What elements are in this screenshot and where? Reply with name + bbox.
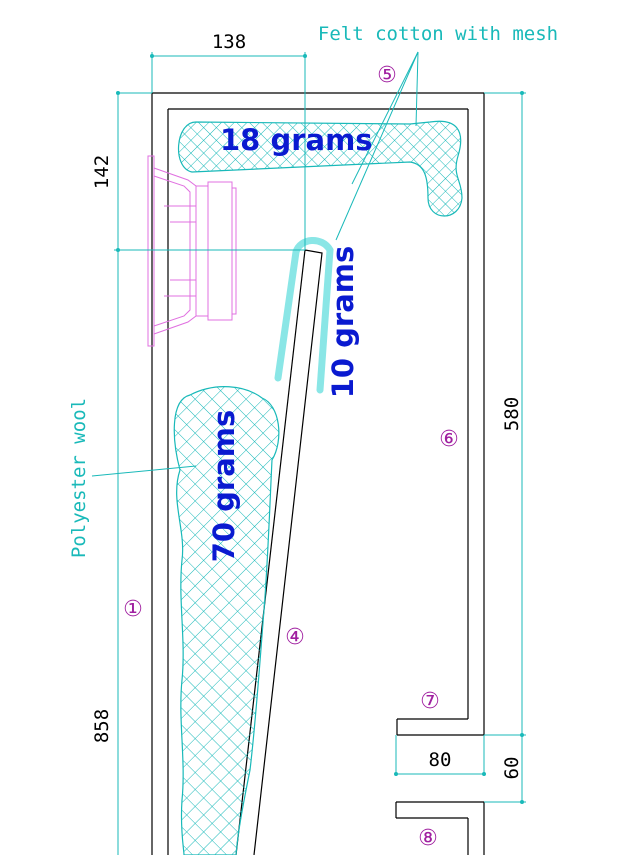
felt-label: Felt cotton with mesh xyxy=(318,23,558,45)
dim-port-height: 60 xyxy=(501,757,523,780)
cabinet-walls xyxy=(151,92,485,855)
weight-middle: 10 grams xyxy=(326,246,360,399)
mesh-port-cover xyxy=(274,237,334,394)
part-4: ④ xyxy=(285,625,305,650)
dim-port-width: 80 xyxy=(429,749,452,771)
part-1: ① xyxy=(123,597,143,622)
dim-height-top: 142 xyxy=(91,155,113,189)
dim-height-left: 858 xyxy=(91,709,113,743)
part-6: ⑥ xyxy=(439,427,459,452)
felt-cotton-top xyxy=(178,120,463,217)
dim-width-top: 138 xyxy=(212,31,246,53)
weight-bottom: 70 grams xyxy=(207,410,241,563)
part-8: ⑧ xyxy=(418,826,438,851)
part-5: ⑤ xyxy=(377,63,397,88)
weight-top: 18 grams xyxy=(220,123,373,157)
dim-height-right: 580 xyxy=(501,397,523,431)
part-7: ⑦ xyxy=(420,689,440,714)
dimension-dots xyxy=(116,54,524,804)
speaker-driver xyxy=(147,155,237,347)
polyester-label: Polyester wool xyxy=(68,398,90,558)
dimension-lines xyxy=(91,51,526,855)
